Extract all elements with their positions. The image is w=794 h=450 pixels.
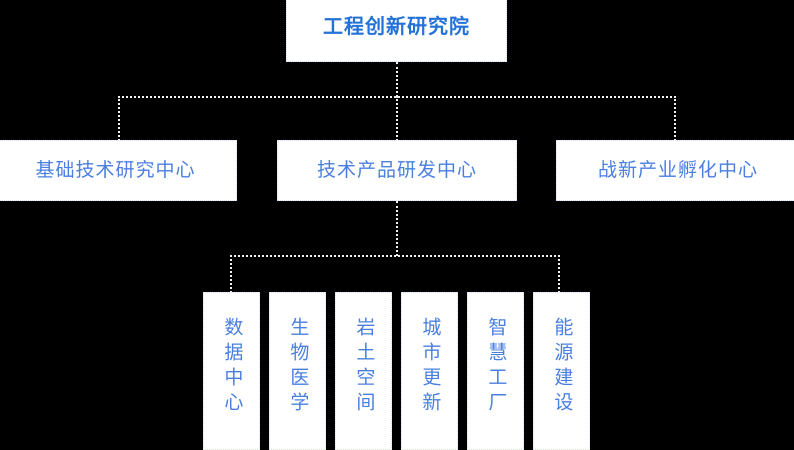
connector-drop-level2-right xyxy=(674,96,676,141)
connector-drop-level3-right xyxy=(558,255,560,293)
node-leaf-urban-renewal[interactable]: 城市更新 xyxy=(401,292,458,450)
node-level2-label: 战新产业孵化中心 xyxy=(597,159,758,182)
node-level2-basic-tech-research-center[interactable]: 基础技术研究中心 xyxy=(0,140,237,201)
node-leaf-label: 城市更新 xyxy=(419,317,442,417)
node-level2-label: 基础技术研究中心 xyxy=(35,159,196,182)
node-level2-tech-product-rd-center[interactable]: 技术产品研发中心 xyxy=(277,140,517,201)
node-leaf-data-center[interactable]: 数据中心 xyxy=(203,292,260,450)
node-leaf-energy-construction[interactable]: 能源建设 xyxy=(533,292,590,450)
node-level2-strategic-industry-incubation-center[interactable]: 战新产业孵化中心 xyxy=(556,140,794,201)
connector-root-stem xyxy=(396,62,398,97)
node-leaf-label: 岩土空间 xyxy=(353,317,376,417)
node-root-label: 工程创新研究院 xyxy=(323,13,470,38)
connector-drop-level2-center xyxy=(396,96,398,141)
node-leaf-smart-factory[interactable]: 智慧工厂 xyxy=(467,292,524,450)
node-leaf-biomedicine[interactable]: 生物医学 xyxy=(269,292,326,450)
connector-drop-level2-left xyxy=(118,96,120,141)
node-leaf-label: 数据中心 xyxy=(221,317,244,417)
node-level2-label: 技术产品研发中心 xyxy=(316,159,477,182)
connector-level2-center-stem xyxy=(396,201,398,256)
connector-level3-bus xyxy=(230,255,560,257)
node-leaf-label: 生物医学 xyxy=(287,317,310,417)
node-leaf-label: 智慧工厂 xyxy=(485,317,508,417)
node-leaf-label: 能源建设 xyxy=(551,317,574,417)
node-root[interactable]: 工程创新研究院 xyxy=(286,0,507,62)
node-leaf-geotechnical-space[interactable]: 岩土空间 xyxy=(335,292,392,450)
connector-drop-level3-left xyxy=(230,255,232,293)
